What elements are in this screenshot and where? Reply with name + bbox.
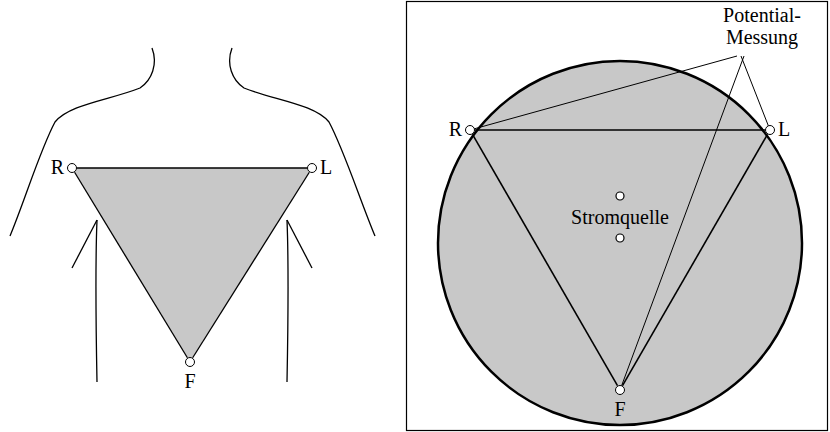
arm-outline xyxy=(287,220,312,268)
leader-line xyxy=(741,56,770,130)
lead-line xyxy=(622,134,767,385)
electrode-label: F xyxy=(614,399,625,419)
leader-line xyxy=(470,56,737,130)
electrode-label: R xyxy=(51,157,64,177)
lead-line xyxy=(472,134,617,385)
arm-outline xyxy=(72,220,97,268)
electrode: R xyxy=(465,125,475,135)
electrode-label: L xyxy=(778,119,790,139)
panel-frame xyxy=(407,2,828,431)
lead-line xyxy=(475,129,765,131)
electrode: L xyxy=(307,163,317,173)
electrode: F xyxy=(185,357,195,367)
electrode: R xyxy=(67,163,77,173)
lead-line xyxy=(75,172,188,357)
lead-line xyxy=(193,172,310,358)
electrode: F xyxy=(615,385,625,395)
torso-outline xyxy=(96,220,97,382)
electrode-label: R xyxy=(449,119,462,139)
measurement-label: Potential- Messung xyxy=(722,4,802,48)
source-pole xyxy=(616,234,624,242)
lead-line xyxy=(77,167,307,168)
electrode: L xyxy=(765,125,775,135)
electrode-label: L xyxy=(320,157,332,177)
source-pole xyxy=(616,192,624,200)
body-circle xyxy=(438,61,802,425)
source-label: Stromquelle xyxy=(570,206,670,228)
triangle-fill xyxy=(72,168,312,362)
torso-outline xyxy=(287,220,288,382)
electrode-label: F xyxy=(184,371,195,391)
